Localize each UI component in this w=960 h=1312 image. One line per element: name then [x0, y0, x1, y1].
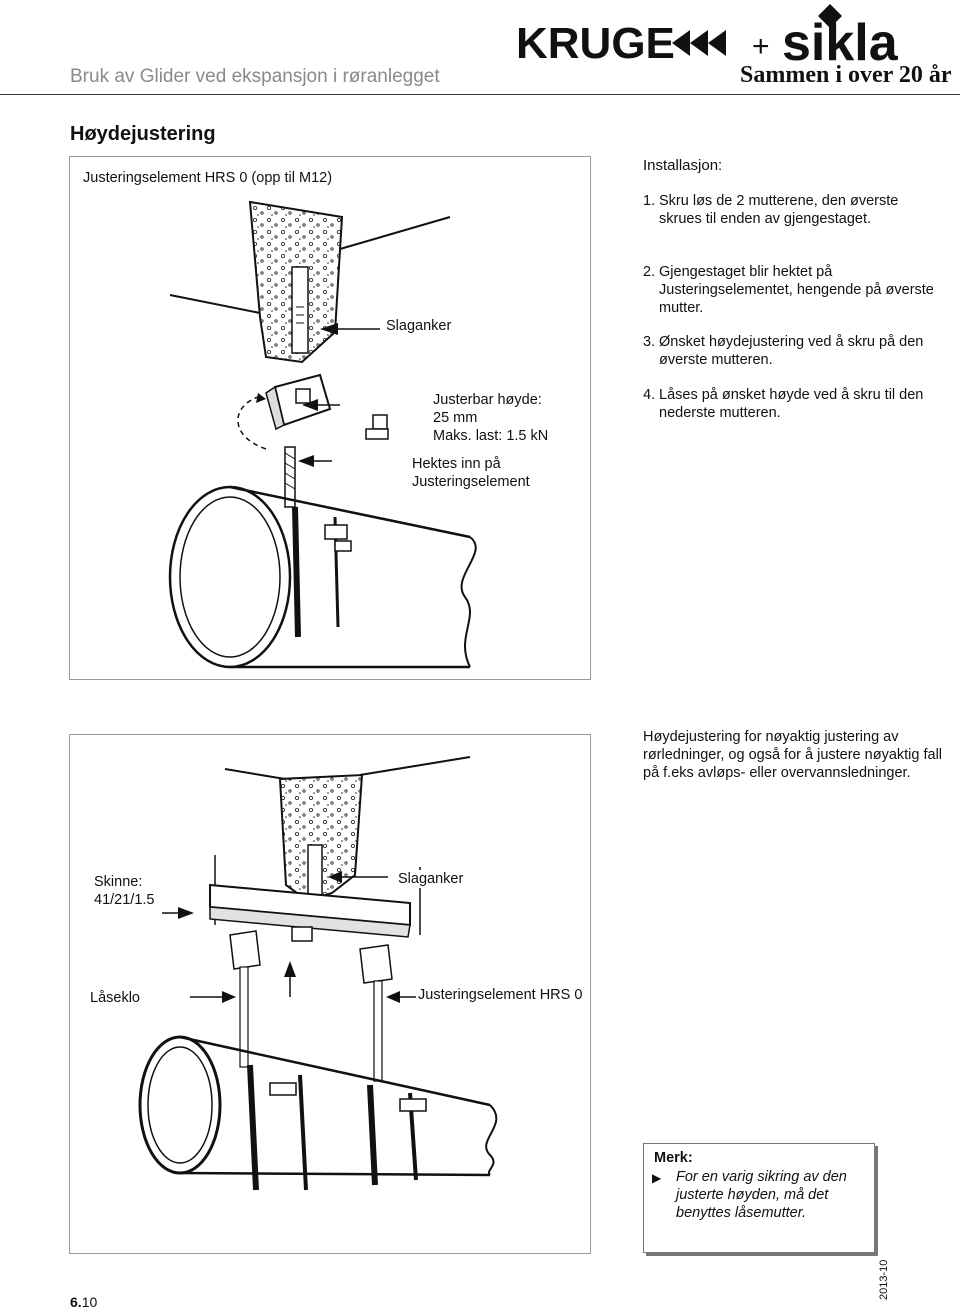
label-laseklo: Låseklo	[90, 989, 140, 1007]
label-slaganker: Slaganker	[386, 317, 452, 335]
sikla-diamond-icon	[818, 4, 842, 28]
figure-hrs0-detail: Justeringselement HRS 0 (opp til M12) Sl…	[69, 156, 591, 680]
installation-step: 2. Gjengestaget blir hektet på Justering…	[643, 263, 943, 317]
step-text: Skru løs de 2 mutterene, den øverste skr…	[659, 193, 899, 227]
label-hrs0: Justeringselement HRS 0	[418, 986, 583, 1004]
installation-step: 1. Skru løs de 2 mutterene, den øverste …	[643, 192, 943, 228]
document-title: Bruk av Glider ved ekspansjon i røranleg…	[70, 66, 440, 87]
note-box: Merk: ▶ For en varig sikring av den just…	[643, 1143, 875, 1253]
triangle-bullet-icon: ▶	[652, 1171, 662, 1185]
figure1-illustration	[168, 200, 477, 669]
figure-rail-assembly: Skinne: 41/21/1.5 Slaganker Låseklo Just…	[69, 734, 591, 1254]
brand-right: sikla	[782, 14, 899, 72]
step-text: Ønsket høydejustering ved å skru på den …	[659, 334, 924, 368]
label-skinne: Skinne:	[94, 873, 143, 891]
label-hook-line2: Justeringselement	[412, 473, 530, 491]
step-number: 4.	[643, 387, 656, 403]
header-divider	[0, 94, 960, 95]
step-text: Gjengestaget blir hektet på Justeringsel…	[659, 264, 934, 316]
brand-plus: +	[752, 30, 770, 63]
section-title: Høydejustering	[70, 123, 216, 145]
page-number-page: 10	[81, 1294, 98, 1310]
installation-step: 3. Ønsket høydejustering ved å skru på d…	[643, 333, 943, 369]
chevron-icon	[708, 30, 726, 56]
page-number: 6.10	[70, 1294, 97, 1310]
step-number: 3.	[643, 334, 656, 350]
chevron-icon	[690, 30, 708, 56]
installation-step: 4. Låses på ønsket høyde ved å skru til …	[643, 386, 943, 422]
figure1-caption: Justeringselement HRS 0 (opp til M12)	[83, 169, 333, 187]
description-text: Høydejustering for nøyaktig justering av…	[643, 729, 943, 781]
page-number-chapter: 6.	[70, 1294, 82, 1310]
installation-title: Installasjon:	[643, 157, 723, 174]
brand-slogan: Sammen i over 20 år	[740, 62, 952, 88]
label-adjust-height: Justerbar høyde:	[433, 391, 542, 409]
step-number: 1.	[643, 193, 656, 209]
step-text: Låses på ønsket høyde ved å skru til den…	[659, 387, 924, 421]
brand-logo: KRUGE + sikla	[516, 4, 899, 72]
chevron-icon	[672, 30, 690, 56]
label-max-load: Maks. last: 1.5 kN	[433, 427, 549, 445]
step-number: 2.	[643, 264, 656, 280]
brand-left: KRUGE	[516, 19, 675, 68]
figure2-illustration	[138, 756, 498, 1191]
label-hook-line1: Hektes inn på	[412, 455, 501, 473]
note-text: For en varig sikring av den justerte høy…	[676, 1169, 847, 1221]
label-adjust-range: 25 mm	[433, 409, 478, 427]
label-skinne-size: 41/21/1.5	[94, 891, 155, 909]
note-title: Merk:	[654, 1150, 693, 1166]
label-slaganker: Slaganker	[398, 870, 464, 888]
revision-date: 2013-10	[878, 1259, 890, 1300]
